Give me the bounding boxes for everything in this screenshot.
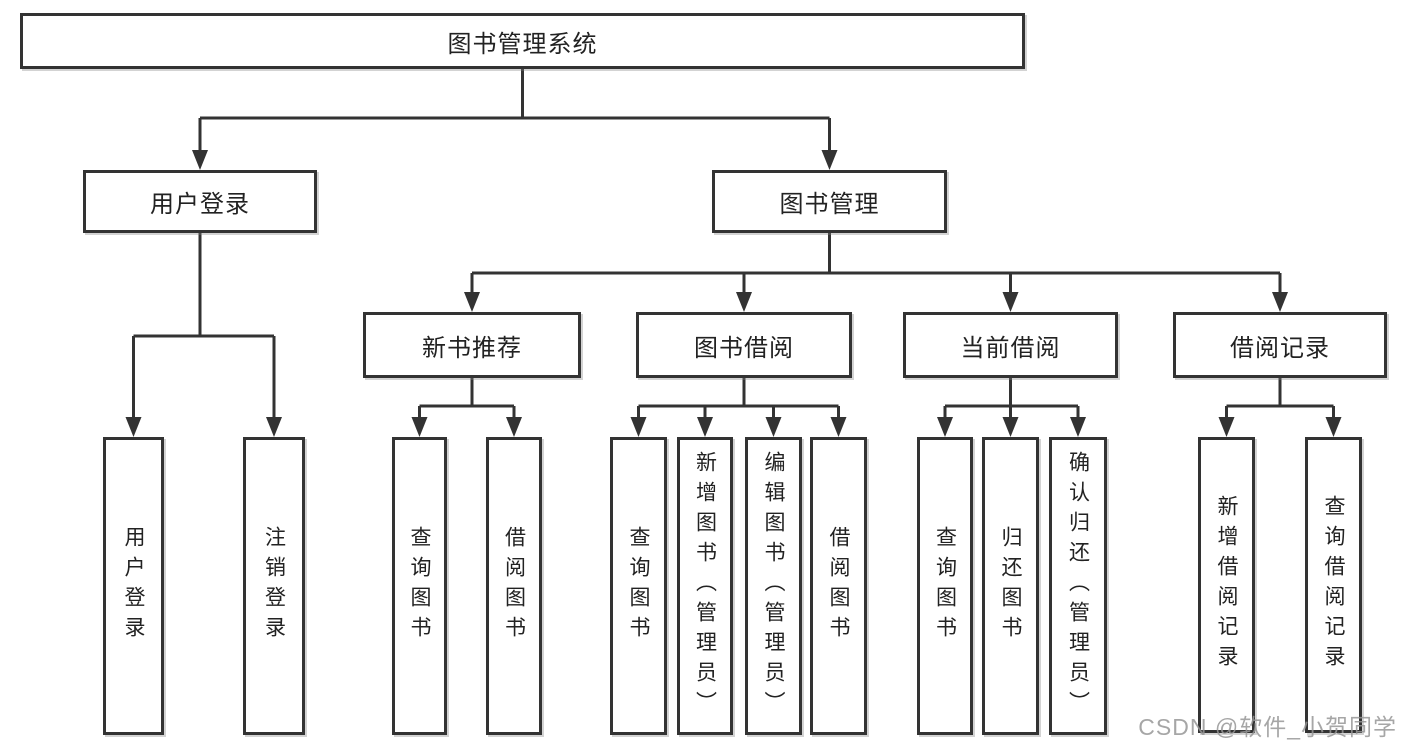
- node-label: 图书借阅: [694, 334, 794, 362]
- leaf-confirm-return-admin: 确认归还（管理员）: [1049, 437, 1107, 735]
- node-label: 借阅记录: [1230, 334, 1330, 362]
- node-label: 查询图书: [627, 526, 650, 646]
- node-label: 查询借阅记录: [1322, 495, 1345, 675]
- node-label: 编辑图书（管理员）: [762, 451, 785, 721]
- node-label: 用户登录: [150, 191, 250, 218]
- node-label: 查询图书: [933, 526, 957, 646]
- leaf-borrow-books-borrow: 借阅图书: [810, 437, 867, 735]
- node-borrow-records: 借阅记录: [1173, 312, 1387, 378]
- connector-strokes: [132, 69, 1335, 420]
- leaf-user-login: 用户登录: [103, 437, 164, 735]
- leaf-return-book: 归还图书: [982, 437, 1039, 735]
- leaf-query-books-borrow: 查询图书: [610, 437, 667, 735]
- node-label: 确认归还（管理员）: [1066, 451, 1090, 721]
- node-label: 借阅图书: [827, 526, 850, 646]
- node-label: 用户登录: [122, 526, 145, 646]
- node-label: 新增借阅记录: [1215, 495, 1238, 675]
- node-label: 新书推荐: [422, 334, 522, 362]
- node-label: 归还图书: [999, 526, 1022, 646]
- csdn-watermark: CSDN @软件_小贺同学: [1138, 714, 1397, 740]
- node-label: 新增图书（管理员）: [693, 451, 717, 721]
- leaf-query-books-current: 查询图书: [917, 437, 973, 735]
- node-label: 图书管理系统: [447, 30, 598, 58]
- arrowheads: [125, 150, 1342, 437]
- leaf-edit-book-admin: 编辑图书（管理员）: [745, 437, 802, 735]
- node-current-borrow: 当前借阅: [903, 312, 1118, 378]
- node-new-book-recommend: 新书推荐: [363, 312, 581, 378]
- leaf-query-books-recommend: 查询图书: [392, 437, 447, 735]
- leaf-add-book-admin: 新增图书（管理员）: [677, 437, 733, 735]
- node-book-borrow: 图书借阅: [636, 312, 852, 378]
- node-label: 借阅图书: [502, 526, 526, 646]
- leaf-borrow-books-recommend: 借阅图书: [486, 437, 542, 735]
- node-label: 图书管理: [779, 191, 880, 218]
- node-label: 查询图书: [408, 526, 431, 646]
- leaf-query-borrow-record: 查询借阅记录: [1305, 437, 1362, 733]
- leaf-logout: 注销登录: [243, 437, 305, 735]
- leaf-add-borrow-record: 新增借阅记录: [1198, 437, 1255, 733]
- node-user-login: 用户登录: [83, 170, 317, 233]
- node-book-management: 图书管理: [712, 170, 947, 233]
- node-label: 注销登录: [262, 526, 286, 646]
- node-root: 图书管理系统: [20, 13, 1025, 69]
- node-label: 当前借阅: [960, 334, 1061, 362]
